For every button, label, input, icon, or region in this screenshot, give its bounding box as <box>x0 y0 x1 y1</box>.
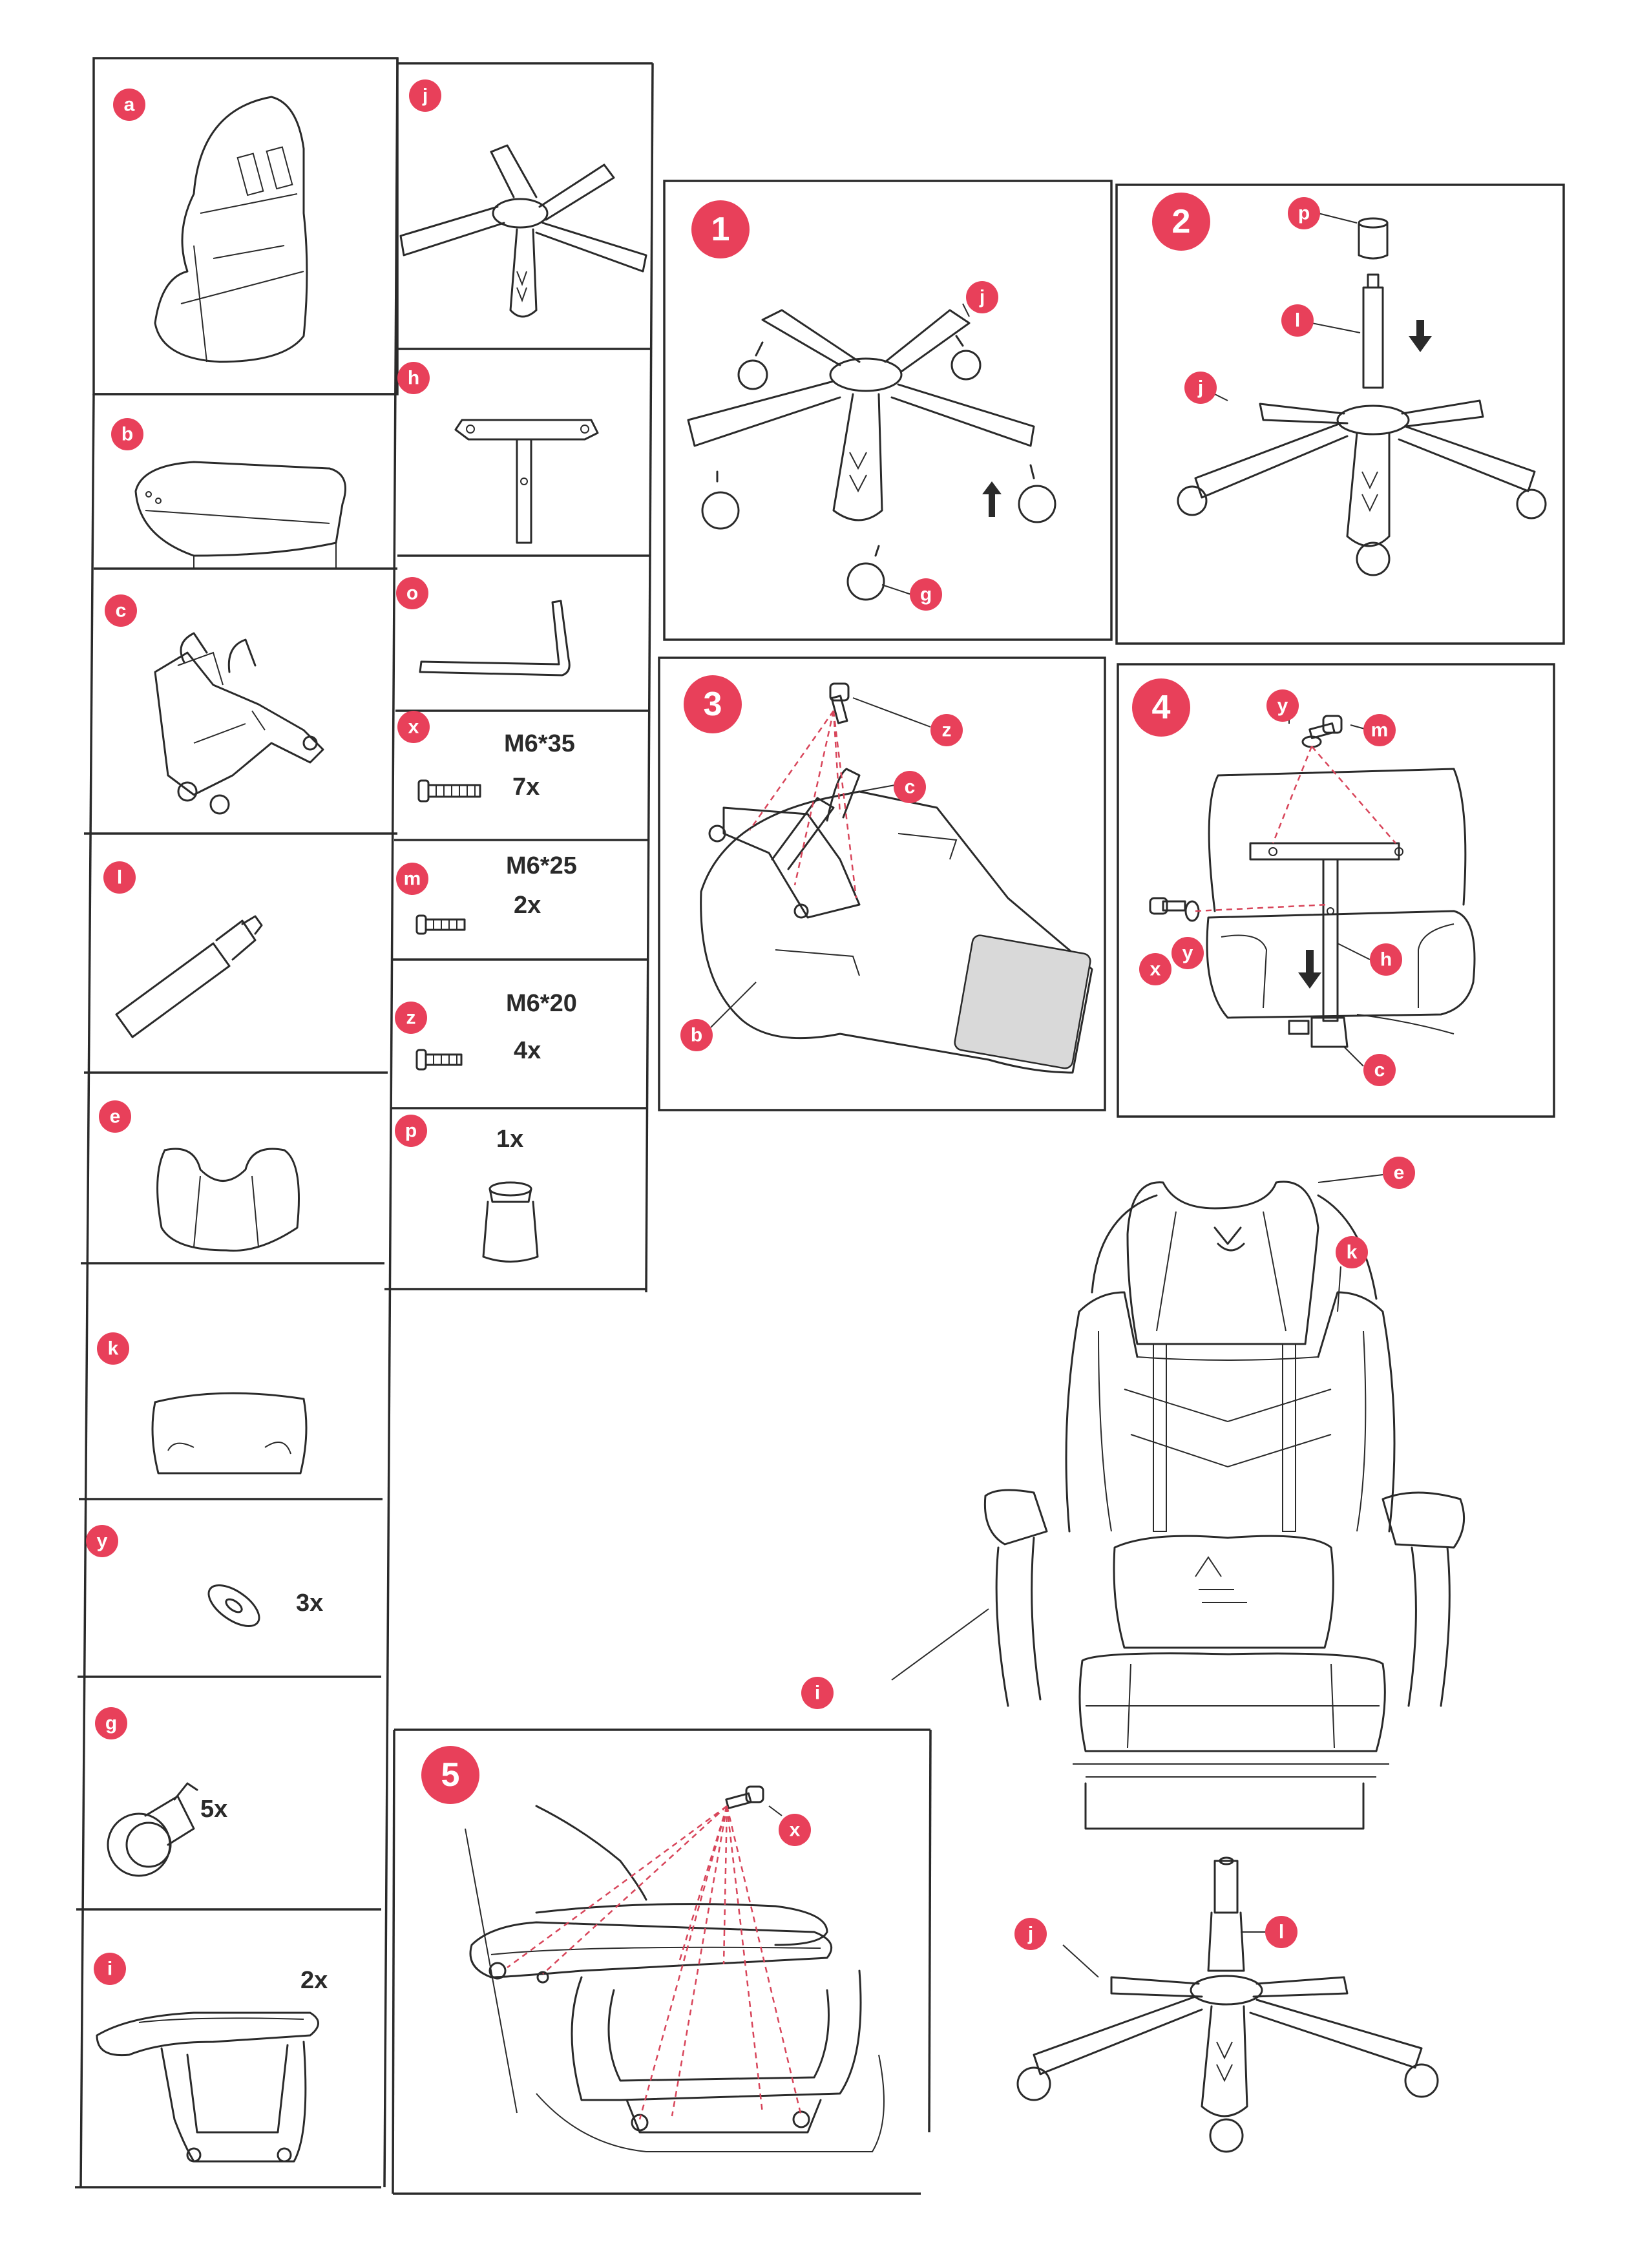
step-4-label-m: m <box>1371 720 1389 741</box>
part-l-label: l <box>117 867 122 888</box>
step-3-panel: 3 z c b <box>658 656 1106 1111</box>
part-m-label: m <box>404 868 421 890</box>
part-b-label: b <box>121 424 133 445</box>
assembled-chair: e k i j l <box>801 1157 1465 2153</box>
step-4-label-c: c <box>1374 1060 1385 1081</box>
part-i-armrest: i 2x <box>94 1953 328 2163</box>
part-m-qty: 2x <box>514 892 541 919</box>
step-4-label-h: h <box>1380 949 1392 971</box>
step-4-label-y-side: y <box>1182 943 1193 964</box>
step-4-panel: 4 y m x y h c <box>1117 663 1555 1118</box>
part-x-label: x <box>408 717 419 738</box>
assembled-label-l: l <box>1279 1922 1284 1943</box>
part-y-washer: y 3x <box>86 1525 323 1627</box>
step-2-label-p: p <box>1298 203 1310 224</box>
step-1-panel: 1 j g <box>663 180 1113 641</box>
step-3-label-b: b <box>691 1025 702 1046</box>
part-g-qty: 5x <box>200 1796 227 1823</box>
part-j-star-base: j <box>399 79 647 318</box>
step-1-number: 1 <box>711 211 730 248</box>
step-2-panel: 2 p l j <box>1115 184 1565 645</box>
part-m-bolt: m M6*25 2x <box>396 852 577 935</box>
part-z-qty: 4x <box>514 1037 541 1064</box>
part-p-cylinder-cover: p 1x <box>395 1115 539 1263</box>
part-x-bolt: x M6*35 7x <box>397 711 575 803</box>
part-e-headrest-pillow: e <box>99 1100 300 1252</box>
part-p-qty: 1x <box>496 1126 523 1153</box>
parts-list-left <box>75 57 399 2189</box>
step-1-label-j: j <box>979 287 985 308</box>
part-z-spec: M6*20 <box>506 990 577 1017</box>
step-3-label-c: c <box>905 777 916 798</box>
assembled-label-j: j <box>1027 1924 1033 1945</box>
part-x-qty: 7x <box>512 773 540 801</box>
parts-list-middle <box>384 62 654 1293</box>
part-p-label: p <box>405 1120 417 1142</box>
part-o-label: o <box>406 583 418 604</box>
part-z-bolt: z M6*20 4x <box>395 990 577 1071</box>
part-i-qty: 2x <box>300 1967 328 1994</box>
part-g-caster-wheel: g 5x <box>95 1707 227 1877</box>
part-y-qty: 3x <box>296 1590 323 1617</box>
part-k-lumbar-pillow: k <box>97 1332 308 1475</box>
part-m-spec: M6*25 <box>506 852 577 879</box>
part-x-spec: M6*35 <box>504 730 575 757</box>
step-3-label-z: z <box>942 720 952 741</box>
part-h-back-bracket: h <box>397 362 599 544</box>
step-5-panel: 5 x <box>392 1728 932 2195</box>
step-5-number: 5 <box>441 1756 460 1794</box>
part-b-seat-cushion: b <box>111 418 346 569</box>
part-i-label: i <box>107 1958 112 1980</box>
part-o-allen-key: o <box>396 577 571 677</box>
part-j-label: j <box>422 85 428 107</box>
step-2-label-j: j <box>1197 377 1203 399</box>
step-2-label-l: l <box>1295 310 1300 331</box>
part-l-gas-cylinder: l <box>103 861 263 1038</box>
assembled-label-e: e <box>1394 1162 1405 1184</box>
part-a-label: a <box>124 94 135 116</box>
step-2-number: 2 <box>1172 203 1191 240</box>
part-z-label: z <box>406 1007 416 1029</box>
step-3-number: 3 <box>704 686 722 723</box>
part-h-label: h <box>408 368 419 389</box>
part-c-label: c <box>116 600 127 622</box>
step-1-label-g: g <box>920 584 932 605</box>
part-g-label: g <box>105 1713 117 1734</box>
part-e-label: e <box>110 1106 121 1128</box>
step-4-label-y-top: y <box>1277 695 1288 717</box>
part-c-tilt-mechanism: c <box>105 594 324 815</box>
step-4-number: 4 <box>1152 689 1171 726</box>
part-y-label: y <box>97 1531 108 1552</box>
part-a-backrest: a <box>113 89 308 363</box>
assembled-label-k: k <box>1347 1242 1358 1263</box>
step-4-label-x: x <box>1150 959 1161 980</box>
part-k-label: k <box>108 1338 119 1360</box>
assembled-label-i: i <box>815 1683 820 1704</box>
step-5-label-x: x <box>790 1820 801 1841</box>
